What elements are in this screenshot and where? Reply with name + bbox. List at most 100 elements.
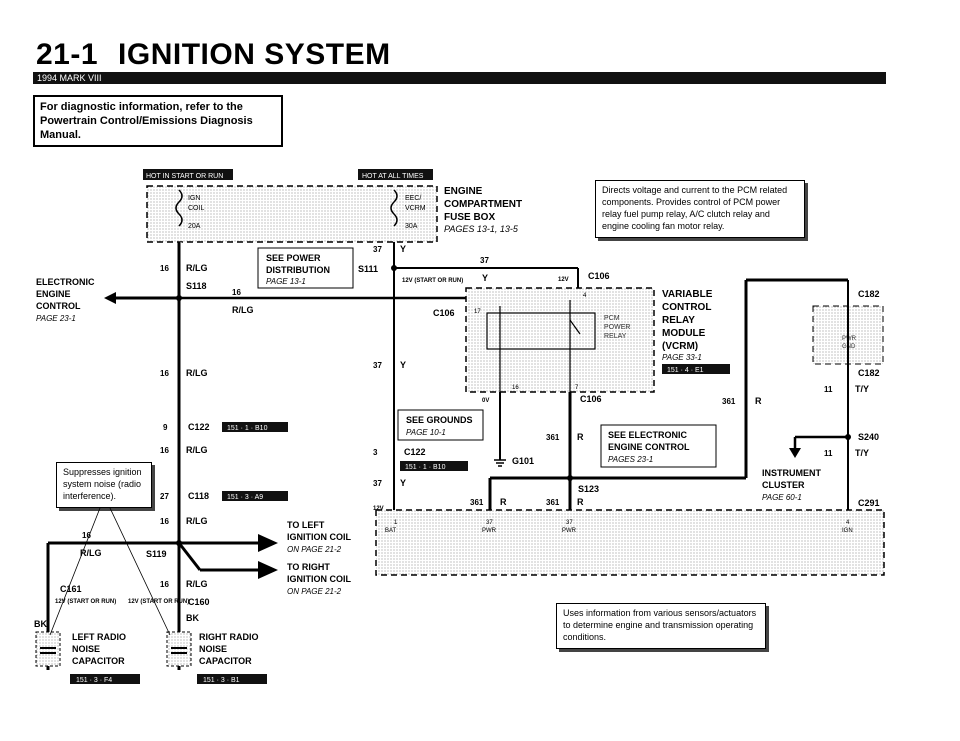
c291-label: C291 xyxy=(858,498,880,508)
fuse-20a: 20A xyxy=(188,223,201,230)
right-radio-1: RIGHT RADIO xyxy=(199,632,259,642)
y-top: Y xyxy=(400,244,406,254)
pcm-pin-4: 4 xyxy=(846,520,850,526)
ty-top: T/Y xyxy=(855,384,869,394)
fuse-20a-symbol xyxy=(175,189,183,227)
vehicle-label: 1994 MARK VIII xyxy=(37,73,102,83)
vcrm-callout: Directs voltage and current to the PCM r… xyxy=(595,180,805,238)
vcrm-page: PAGE 33-1 xyxy=(662,353,702,362)
w37-top: 37 xyxy=(373,245,382,254)
v12-c160: 12V (START OR RUN) xyxy=(128,599,189,605)
rlg-c122: R/LG xyxy=(186,445,208,455)
v12-vcrm: 12V xyxy=(558,277,569,283)
ty-bottom: T/Y xyxy=(855,448,869,458)
eec-label-3: CONTROL xyxy=(36,301,81,311)
right-radio-3: CAPACITOR xyxy=(199,656,252,666)
section-title: IGNITION SYSTEM xyxy=(118,38,391,71)
left-radio-3: CAPACITOR xyxy=(72,656,125,666)
rlg-mid: R/LG xyxy=(186,368,208,378)
pcm-relay-3: RELAY xyxy=(604,333,627,340)
bk-left: BK xyxy=(34,619,47,629)
splice-s118 xyxy=(176,295,182,301)
see-power-1: SEE POWER xyxy=(266,253,321,263)
vcrm-label-4: MODULE xyxy=(662,328,706,339)
pcm-pin-1: 1 xyxy=(394,520,398,526)
section-number: 21-1 xyxy=(36,38,99,71)
w37-low: 37 xyxy=(373,479,382,488)
fuse-vcrm: VCRM xyxy=(405,205,426,212)
w16-c122: 16 xyxy=(160,446,169,455)
pin-4: 4 xyxy=(583,293,587,299)
w27-label: 27 xyxy=(160,492,169,501)
ref-c122-right-tag xyxy=(400,461,468,471)
w16-c160: 16 xyxy=(160,580,169,589)
r-left: R xyxy=(500,497,507,507)
hot-start-run-tag xyxy=(143,169,233,180)
eec-label-2: ENGINE xyxy=(36,289,71,299)
eec-page: PAGE 23-1 xyxy=(36,314,76,323)
hot-all-times-label: HOT AT ALL TIMES xyxy=(362,173,424,180)
c106-top: C106 xyxy=(588,271,610,281)
c106-bottom: C106 xyxy=(580,394,602,404)
c182-bottom: C182 xyxy=(858,368,880,378)
vcrm-label-3: RELAY xyxy=(662,315,695,326)
c182-top: C182 xyxy=(858,289,880,299)
wire-16-gauge: 16 xyxy=(232,288,241,297)
fuse-30a-symbol xyxy=(390,189,398,227)
s240-label: S240 xyxy=(858,432,879,442)
w9-label: 9 xyxy=(163,423,168,432)
ref-vcrm-tag xyxy=(662,364,730,374)
pcm-pwr-1: PWR xyxy=(482,528,497,534)
pin-17: 17 xyxy=(474,309,481,315)
ic-label-1: INSTRUMENT xyxy=(762,468,821,478)
w37-mid: 37 xyxy=(373,361,382,370)
to-left-pg: ON PAGE 21-2 xyxy=(287,545,342,554)
y-mid: Y xyxy=(400,360,406,370)
s123-label: S123 xyxy=(578,484,599,494)
to-right-2: IGNITION COIL xyxy=(287,574,352,584)
fuse-box xyxy=(146,185,438,243)
v0-label: 0V xyxy=(482,398,489,404)
w3-label: 3 xyxy=(373,448,378,457)
rlg-c160: R/LG xyxy=(186,579,208,589)
pwr-gnd-1: PWR xyxy=(842,336,857,342)
w361-left: 361 xyxy=(470,498,484,507)
ic-label-2: CLUSTER xyxy=(762,480,805,490)
c118-label: C118 xyxy=(188,491,209,501)
w16-mid: 16 xyxy=(160,369,169,378)
w361-vert: 361 xyxy=(546,433,560,442)
vcrm-label-5: (VCRM) xyxy=(662,341,698,352)
vcrm-module xyxy=(465,287,655,393)
vcrm-label-2: CONTROL xyxy=(662,302,711,313)
bk-right: BK xyxy=(186,613,199,623)
c161-label: C161 xyxy=(60,584,82,594)
pcm-relay-2: POWER xyxy=(604,324,630,331)
eec-label-1: ELECTRONIC xyxy=(36,277,95,287)
g101-label: G101 xyxy=(512,456,534,466)
noise-pointer-2 xyxy=(109,507,171,636)
y-horiz: Y xyxy=(482,273,488,283)
c122-left: C122 xyxy=(188,422,210,432)
ref-left-cap: 151 · 3 · F4 xyxy=(76,677,112,684)
w11-top: 11 xyxy=(824,385,833,394)
rlg-c118: R/LG xyxy=(186,516,208,526)
pcm-module xyxy=(375,509,885,576)
left-radio-1: LEFT RADIO xyxy=(72,632,126,642)
ref-right-cap: 151 · 3 · B1 xyxy=(203,677,240,684)
ic-page: PAGE 60-1 xyxy=(762,493,802,502)
fuse-box-label-3: FUSE BOX xyxy=(444,212,495,223)
c106-left: C106 xyxy=(433,308,455,318)
see-power-2: DISTRIBUTION xyxy=(266,265,330,275)
diagnostic-note: For diagnostic information, refer to the… xyxy=(33,95,283,147)
fuse-box-pages: PAGES 13-1, 13-5 xyxy=(444,224,519,234)
rlg-top: R/LG xyxy=(186,263,208,273)
see-eec-box xyxy=(600,424,717,468)
left-radio-2: NOISE xyxy=(72,644,100,654)
ref-right-cap-tag xyxy=(197,674,267,684)
r-ic: R xyxy=(755,396,762,406)
pin-16: 16 xyxy=(512,385,519,391)
see-eec-pg: PAGES 23-1 xyxy=(608,455,653,464)
fuse-ign: IGN xyxy=(188,195,200,202)
noise-pointer-1 xyxy=(49,507,101,636)
